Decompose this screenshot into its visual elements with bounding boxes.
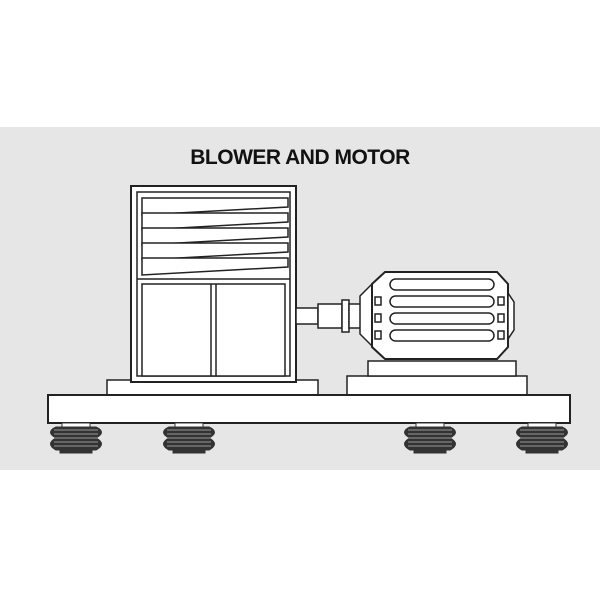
blower-louvers <box>141 197 289 276</box>
motor-cooling-fins <box>389 278 495 342</box>
spring-isolator <box>516 422 568 454</box>
electric-motor <box>346 271 528 397</box>
spring-isolator <box>404 422 456 454</box>
blower-door-panel <box>141 283 286 377</box>
diagram-title: BLOWER AND MOTOR <box>190 146 410 169</box>
inertia-base <box>47 394 571 424</box>
coupling-hub-left <box>317 303 343 329</box>
blower-unit <box>106 185 319 396</box>
motor-front-endcap <box>359 282 373 348</box>
motor-rear-endcap <box>507 290 515 342</box>
motor-bolts <box>374 296 505 340</box>
coupling <box>295 299 366 333</box>
spring-isolators <box>50 422 568 454</box>
motor-mount-plate <box>367 360 517 377</box>
spring-isolator <box>50 422 102 454</box>
motor-base <box>346 375 528 397</box>
blower-shaft <box>295 307 319 325</box>
coupling-flange <box>341 299 350 333</box>
spring-isolator <box>163 422 215 454</box>
